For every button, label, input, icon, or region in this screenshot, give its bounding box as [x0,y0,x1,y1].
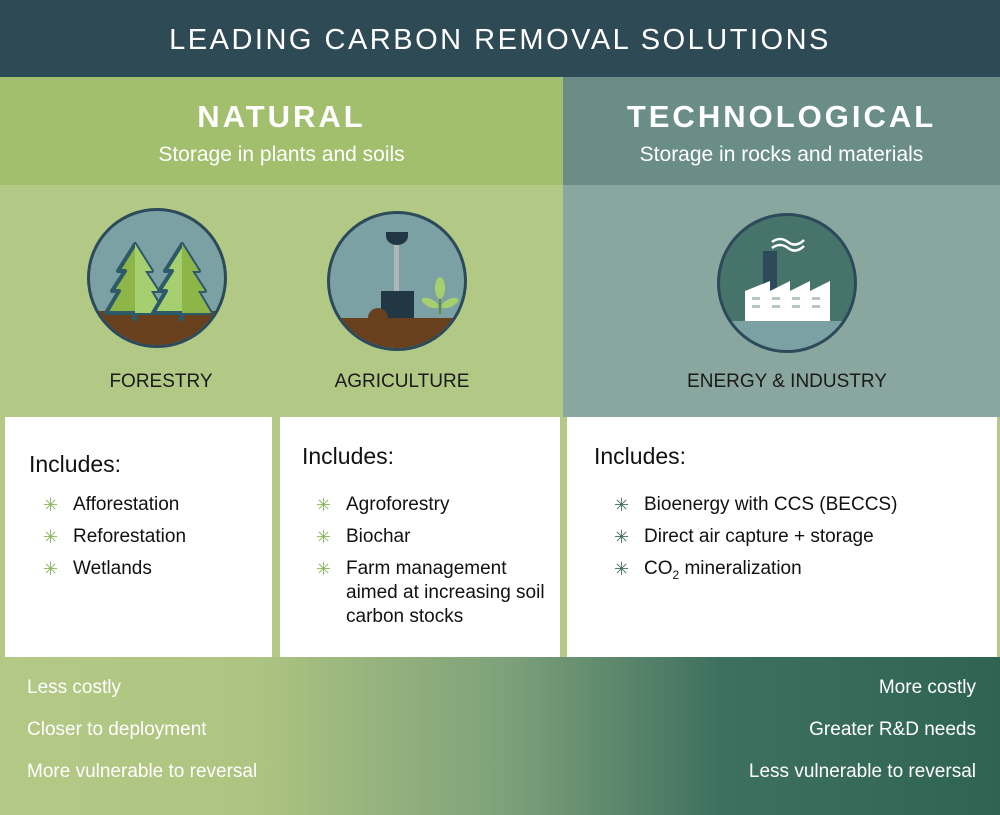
list-item: ✳ Bioenergy with CCS (BECCS) [614,493,897,517]
list-item: ✳ Biochar [316,525,546,549]
technological-heading: TECHNOLOGICAL [626,99,937,134]
list-item: ✳ Farm management aimed at increasing soi… [316,557,546,629]
item-text: Farm management aimed at increasing soil… [346,558,545,627]
bullet-icon: ✳ [316,527,332,547]
item-text: Biochar [346,526,411,547]
bullet-icon: ✳ [614,495,630,515]
technological-subheading: Storage in rocks and materials [639,143,924,166]
left-trait: More vulnerable to reversal [27,761,258,782]
natural-header: NATURAL Storage in plants and soils [0,77,563,185]
bullet-icon: ✳ [43,527,59,547]
item-text: CO [644,558,673,579]
natural-subheading: Storage in plants and soils [158,143,405,166]
subscript: 2 [672,567,680,582]
right-trait: Greater R&D needs [809,719,976,740]
list-item: ✳ CO2 mineralization [614,557,897,587]
shovel-plant-icon [327,211,467,351]
item-text: Agroforestry [346,494,450,515]
list-item: ✳ Afforestation [43,493,186,517]
item-text: mineralization [679,558,802,579]
left-trait: Closer to deployment [27,719,207,740]
bullet-icon: ✳ [614,527,630,547]
item-text: Direct air capture + storage [644,526,874,547]
energy-includes-card: Includes: ✳ Bioenergy with CCS (BECCS) ✳ D… [567,417,997,657]
bullet-icon: ✳ [43,559,59,579]
bullet-icon: ✳ [316,495,332,515]
includes-label: Includes: [29,451,122,477]
factory-icon [717,213,857,353]
page-title: LEADING CARBON REMOVAL SOLUTIONS [0,0,1000,77]
category-forestry: FORESTRY [109,371,213,392]
natural-heading: NATURAL [197,99,366,134]
list-item: ✳ Wetlands [43,557,186,581]
technological-header: TECHNOLOGICAL Storage in rocks and mater… [563,77,1000,185]
category-agriculture: AGRICULTURE [334,371,470,392]
bullet-icon: ✳ [316,559,332,579]
includes-label: Includes: [594,443,687,469]
agriculture-includes-card: Includes: ✳ Agroforestry ✳ Biochar ✳ Farm m… [280,417,560,657]
item-text: Bioenergy with CCS (BECCS) [644,494,898,515]
right-trait: Less vulnerable to reversal [748,761,976,782]
item-text: Wetlands [73,558,152,579]
comparison-band: Less costly Closer to deployment More vu… [0,657,1000,815]
list-item: ✳ Reforestation [43,525,186,549]
includes-label: Includes: [302,443,395,469]
item-text: Reforestation [73,526,187,547]
left-trait: Less costly [27,677,121,698]
forestry-includes-card: Includes: ✳Afforestation ✳Reforestation … [5,417,272,657]
category-energy-industry: ENERGY & INDUSTRY [687,371,887,392]
trees-icon [87,208,227,348]
right-trait: More costly [878,677,976,698]
list-item: ✳ Direct air capture + storage [614,525,897,549]
item-text: Afforestation [73,494,180,515]
bullet-icon: ✳ [43,495,59,515]
bullet-icon: ✳ [614,559,630,579]
list-item: ✳ Agroforestry [316,493,546,517]
